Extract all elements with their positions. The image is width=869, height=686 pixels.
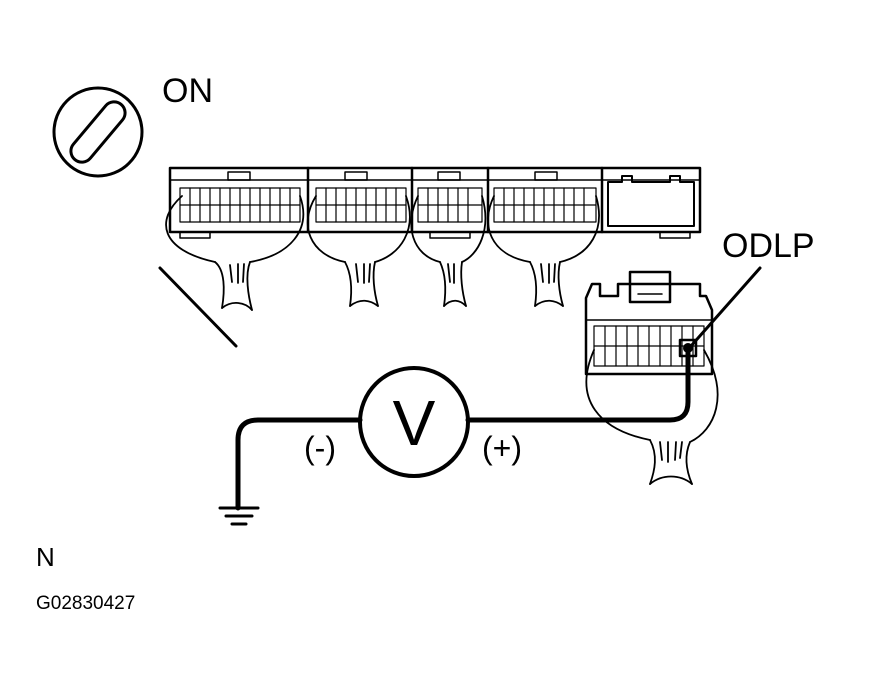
ecu-connector-cavities	[179, 187, 597, 223]
negative-probe-label: (-)	[304, 430, 336, 466]
ignition-switch-icon	[52, 86, 144, 178]
odlp-wire-harness	[585, 349, 719, 485]
view-indicator-line	[158, 266, 238, 348]
negative-test-lead	[235, 417, 363, 511]
ignition-state-label: ON	[162, 72, 213, 110]
positive-test-lead	[465, 347, 691, 423]
ground-icon	[218, 506, 260, 526]
odlp-leader-line	[689, 266, 762, 348]
voltmeter-symbol: V	[393, 387, 436, 459]
figure-code-label: G02830427	[36, 593, 136, 614]
positive-probe-label: (+)	[482, 430, 522, 466]
ecu-wire-harnesses	[165, 195, 600, 311]
terminal-label: ODLP	[722, 227, 815, 265]
odlp-connector	[584, 270, 714, 376]
voltmeter-icon	[358, 366, 470, 478]
odlp-terminal-cavity	[678, 338, 698, 358]
view-marker-label: N	[36, 542, 55, 572]
